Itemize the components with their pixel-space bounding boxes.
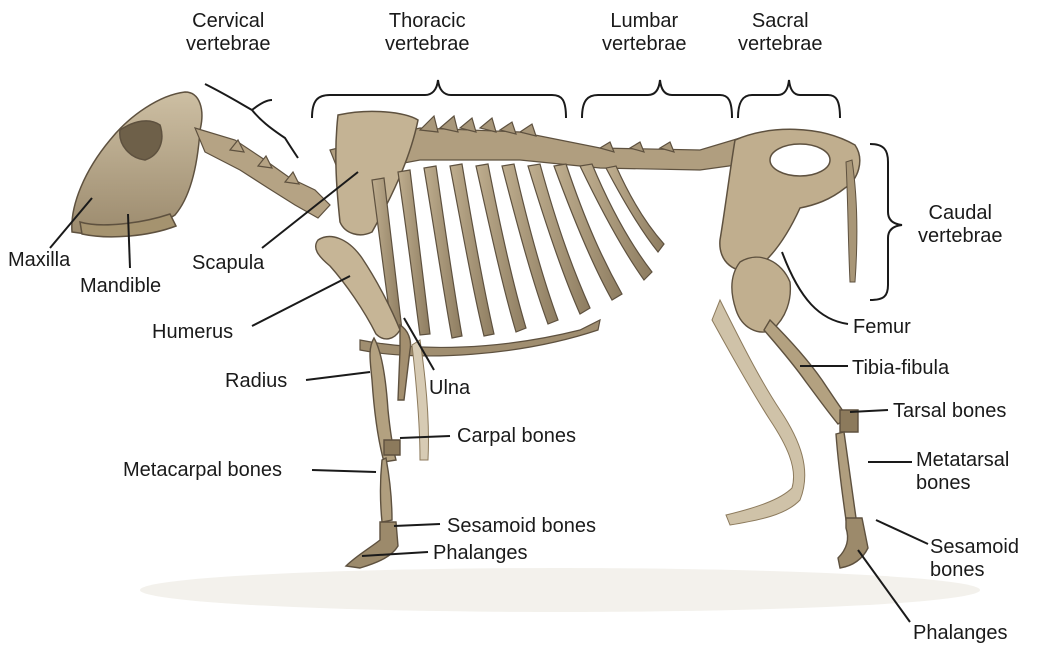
sesamoid-hind-leader [876,520,928,544]
radius-label: Radius [225,370,287,393]
skull [72,92,202,237]
humerus-label: Humerus [152,321,233,344]
floor-shadow [140,568,980,612]
humerus-leader [252,276,350,326]
lumbar-vertebrae-label: Lumbar vertebrae [602,10,687,56]
sesamoid-hind-line-2: bones [930,559,1019,582]
pelvis-bone [720,129,860,271]
metatarsal-bones-label: Metatarsal bones [916,449,1009,495]
sesamoid-bones-fore-label: Sesamoid bones [447,515,596,538]
sacral-vertebrae-label: Sacral vertebrae [738,10,823,56]
sacral-line-1: Sacral [738,10,823,33]
femur-leader [782,252,848,324]
sesamoid-bones-hind-label: Sesamoid bones [930,536,1019,582]
mandible-label: Mandible [80,275,161,298]
metacarpal-leader [312,470,376,472]
cervical-line-1: Cervical [186,10,271,33]
phalanges-fore-label: Phalanges [433,542,528,565]
sesamoid-fore-leader [394,524,440,526]
cervical-vertebrae-bones [195,128,330,218]
metatarsal-line-2: bones [916,472,1009,495]
femur-label: Femur [853,316,911,339]
thoracic-line-2: vertebrae [385,33,470,56]
tarsal-bones-label: Tarsal bones [893,400,1006,423]
lumbar-bracket [582,80,732,118]
sacral-bracket [738,80,840,118]
cervical-vertebrae-label: Cervical vertebrae [186,10,271,56]
ulna-label: Ulna [429,377,470,400]
carpal-bones-label: Carpal bones [457,425,576,448]
phalanges-hind-label: Phalanges [913,622,1008,645]
cervical-line-2: vertebrae [186,33,271,56]
ribs [372,164,664,338]
sesamoid-hind-line-1: Sesamoid [930,536,1019,559]
lumbar-line-1: Lumbar [602,10,687,33]
caudal-line-1: Caudal [918,202,1003,225]
sacral-line-2: vertebrae [738,33,823,56]
caudal-line-2: vertebrae [918,225,1003,248]
maxilla-label: Maxilla [8,249,70,272]
caudal-vertebrae-label: Caudal vertebrae [918,202,1003,248]
tibia-fibula-label: Tibia-fibula [852,357,949,380]
radius-leader [306,372,370,380]
lumbar-line-2: vertebrae [602,33,687,56]
far-hindlimb [712,300,805,525]
caudal-bracket [870,144,902,300]
thoracic-vertebrae-label: Thoracic vertebrae [385,10,470,56]
metacarpal-bones-label: Metacarpal bones [123,459,282,482]
scapula-label: Scapula [192,252,264,275]
carpal-leader [400,436,450,438]
thoracic-line-1: Thoracic [385,10,470,33]
metatarsal-line-1: Metatarsal [916,449,1009,472]
